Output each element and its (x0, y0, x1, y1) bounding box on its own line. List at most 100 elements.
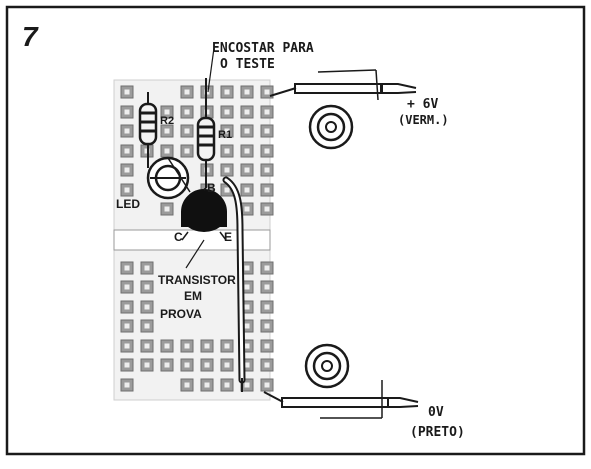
board-pad-hole (244, 128, 250, 134)
collector-label: C (174, 230, 183, 244)
led-label: LED (116, 197, 140, 211)
board-pad-hole (164, 128, 170, 134)
positive-label-line2: (VERM.) (398, 113, 449, 127)
board-pad-hole (224, 148, 230, 154)
board-pad-hole (184, 109, 190, 115)
transistor-label-line2: EM (184, 289, 202, 303)
board-pad-hole (184, 382, 190, 388)
figure-number: 7 (22, 21, 39, 52)
board-pad-hole (264, 323, 270, 329)
touch-label-line1: ENCOSTAR PARA (212, 41, 314, 56)
board-pad-hole (184, 128, 190, 134)
board-pad-hole (124, 265, 130, 271)
board-pad-hole (164, 109, 170, 115)
board-pad-hole (264, 187, 270, 193)
board-pad-hole (124, 109, 130, 115)
board-pad-hole (264, 128, 270, 134)
board-pad-hole (144, 343, 150, 349)
positive-label-line1: + 6V (407, 97, 438, 112)
board-pad-hole (124, 323, 130, 329)
ground-label-line2: (PRETO) (410, 425, 465, 440)
emitter-label: E (224, 230, 232, 244)
led (146, 156, 191, 200)
board-pad-hole (164, 206, 170, 212)
board-pad-hole (124, 128, 130, 134)
board-pad-hole (244, 148, 250, 154)
board-pad-hole (144, 362, 150, 368)
board-pad-hole (224, 382, 230, 388)
board-pad-hole (224, 109, 230, 115)
ground-label-line1: 0V (428, 405, 444, 420)
board-pad-hole (264, 206, 270, 212)
board-pad-hole (184, 148, 190, 154)
board-pad-hole (244, 265, 250, 271)
board-pad-hole (124, 89, 130, 95)
resistor-r2 (138, 92, 158, 168)
board-pad-hole (224, 128, 230, 134)
board-pad-hole (244, 187, 250, 193)
perforated-board (113, 79, 274, 401)
board-pad-hole (224, 362, 230, 368)
board-pad-hole (124, 284, 130, 290)
board-pad-hole (184, 343, 190, 349)
board-pad-hole (164, 343, 170, 349)
board-pad-hole (244, 323, 250, 329)
board-pad-hole (224, 187, 230, 193)
board-pad-hole (264, 362, 270, 368)
board-pad-hole (244, 206, 250, 212)
board-pad-grid (120, 85, 274, 392)
board-pad-hole (124, 148, 130, 154)
board-pad-hole (184, 362, 190, 368)
board-pad-hole (124, 382, 130, 388)
board-pad-hole (264, 167, 270, 173)
transistor (181, 187, 227, 241)
board-pad-hole (244, 382, 250, 388)
r1-label: R1 (218, 129, 232, 141)
ground-terminal (263, 343, 419, 419)
board-pad-hole (224, 343, 230, 349)
board-pad-hole (224, 167, 230, 173)
board-pad-hole (264, 343, 270, 349)
board-pad-hole (124, 167, 130, 173)
figure-frame (5, 5, 586, 456)
transistor-label-line3: PROVA (160, 307, 202, 321)
board-pad-hole (164, 148, 170, 154)
positive-terminal (269, 69, 417, 150)
board-pad-hole (124, 343, 130, 349)
board-pad-hole (244, 167, 250, 173)
board-pad-hole (264, 284, 270, 290)
transistor-leader-line (185, 239, 205, 269)
board-pad-hole (124, 304, 130, 310)
board-pad-hole (224, 89, 230, 95)
board-pad-hole (144, 323, 150, 329)
board-blank-strip (113, 229, 271, 251)
base-label: B (207, 181, 216, 195)
board-pad-hole (264, 382, 270, 388)
board-pad-hole (124, 187, 130, 193)
board-pad-hole (164, 362, 170, 368)
board-pad-hole (124, 362, 130, 368)
board-pad-hole (184, 89, 190, 95)
board-pad-hole (144, 304, 150, 310)
board-pad-hole (244, 284, 250, 290)
board-pad-hole (264, 109, 270, 115)
board-pad-hole (264, 304, 270, 310)
board-pad-hole (144, 265, 150, 271)
test-probe-wire (222, 176, 246, 392)
board-pad-hole (144, 284, 150, 290)
board-pad-hole (244, 362, 250, 368)
board-pad-hole (244, 304, 250, 310)
board-pad-hole (264, 89, 270, 95)
board-pad-hole (244, 89, 250, 95)
r2-label: R2 (160, 115, 174, 127)
board-pad-hole (204, 362, 210, 368)
board-pad-hole (204, 382, 210, 388)
board-pad-hole (244, 109, 250, 115)
board-pad-hole (264, 265, 270, 271)
resistor-r1 (196, 78, 216, 188)
board-pad-hole (204, 343, 210, 349)
touch-label-line2: O TESTE (220, 57, 275, 72)
transistor-label-line1: TRANSISTOR (158, 273, 236, 287)
board-pad-hole (264, 148, 270, 154)
